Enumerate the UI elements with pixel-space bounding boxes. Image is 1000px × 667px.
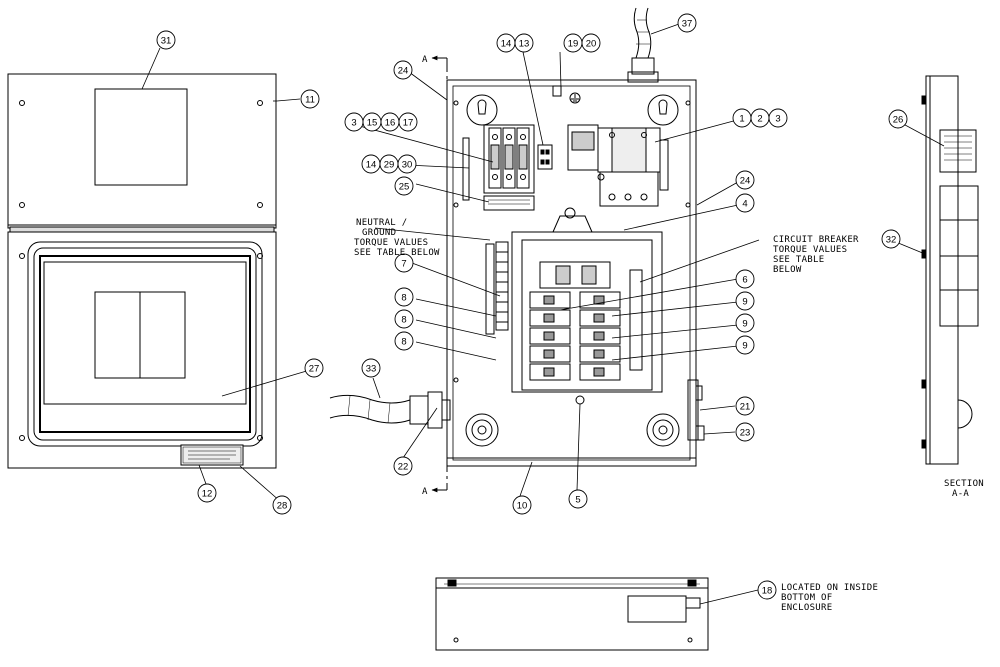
conduit-left (329, 391, 451, 429)
note-neutral-line-2: GROUND (362, 228, 396, 238)
note-neutral-line-4: SEE TABLE BELOW (354, 248, 440, 258)
callout-9-c: 9 (742, 341, 747, 352)
callout-3: 3 (775, 114, 780, 125)
note-bottom-line-3: ENCLOSURE (781, 603, 832, 613)
callout-balloons (156, 13, 908, 600)
fuse-block (483, 124, 535, 194)
callout-33: 33 (366, 364, 377, 375)
door-assembly (7, 73, 277, 469)
section-mark-top: A (422, 55, 428, 65)
callout-26: 26 (893, 115, 904, 126)
callout-29: 29 (384, 160, 395, 171)
callout-30: 30 (402, 160, 413, 171)
note-neutral-line-3: TORQUE VALUES (354, 238, 428, 248)
bottom-view (435, 577, 709, 651)
callout-24-top: 24 (398, 66, 409, 77)
note-circuit-breaker: CIRCUIT BREAKER TORQUE VALUES SEE TABLE … (773, 235, 859, 275)
callout-27: 27 (309, 364, 320, 375)
callout-17: 17 (403, 118, 414, 129)
door-upper-panel (7, 73, 277, 229)
callout-numbers: 31 11 27 12 28 24 14 13 19 20 37 1 2 3 3… (161, 19, 904, 597)
callout-14-top: 14 (501, 39, 512, 50)
section-caption: SECTION A-A (944, 479, 984, 499)
callout-12: 12 (202, 489, 213, 500)
callout-15: 15 (367, 118, 378, 129)
bottom-enclosure (435, 577, 709, 651)
callout-8-a: 8 (401, 293, 406, 304)
callout-5: 5 (575, 495, 580, 506)
note-bottom-line-2: BOTTOM OF (781, 593, 832, 603)
section-view (921, 75, 979, 465)
callout-32: 32 (886, 235, 897, 246)
keyhole-mounts (465, 94, 680, 447)
callout-8-b: 8 (401, 315, 406, 326)
callout-14-side: 14 (366, 160, 377, 171)
door-lower-panel (7, 231, 277, 469)
callout-13: 13 (519, 39, 530, 50)
label-window (94, 88, 188, 186)
callout-10: 10 (517, 501, 528, 512)
section-mark-bottom: A (422, 487, 428, 497)
callout-1: 1 (739, 114, 744, 125)
callout-19: 19 (568, 39, 579, 50)
note-neutral-ground: NEUTRAL / GROUND TORQUE VALUES SEE TABLE… (354, 218, 440, 258)
callout-16: 16 (385, 118, 396, 129)
callout-3-fuse: 3 (351, 118, 356, 129)
enclosure-box (446, 79, 697, 467)
note-neutral-line-1: NEUTRAL / (356, 218, 407, 228)
callout-37: 37 (682, 19, 693, 30)
callout-9-b: 9 (742, 319, 747, 330)
section-caption-line-1: SECTION (944, 479, 984, 489)
callout-2: 2 (757, 114, 762, 125)
section-cut-line (431, 55, 448, 493)
callout-20: 20 (586, 39, 597, 50)
section-enclosure (925, 75, 959, 465)
note-bottom-location: LOCATED ON INSIDE BOTTOM OF ENCLOSURE (781, 583, 878, 613)
callout-22: 22 (398, 462, 409, 473)
section-caption-line-2: A-A (952, 489, 969, 499)
callout-6: 6 (742, 275, 747, 286)
load-center (485, 207, 663, 405)
note-breaker-line-4: BELOW (773, 265, 802, 275)
callout-7: 7 (401, 259, 406, 270)
callout-8-c: 8 (401, 337, 406, 348)
callout-24-right: 24 (740, 176, 751, 187)
contactor (567, 124, 669, 207)
callout-28: 28 (277, 501, 288, 512)
callout-4: 4 (742, 199, 747, 210)
leader-lines (141, 23, 945, 605)
callout-23: 23 (740, 428, 751, 439)
callout-11: 11 (305, 95, 315, 106)
callout-18: 18 (762, 586, 773, 597)
callout-21: 21 (740, 402, 751, 413)
bottom-component (627, 595, 687, 623)
note-bottom-line-1: LOCATED ON INSIDE (781, 583, 878, 593)
note-breaker-line-1: CIRCUIT BREAKER (773, 235, 859, 245)
callout-9-a: 9 (742, 297, 747, 308)
callout-31: 31 (161, 36, 172, 47)
section-label (939, 129, 977, 173)
callout-25: 25 (399, 182, 410, 193)
enclosure-front (329, 7, 705, 467)
note-breaker-line-2: TORQUE VALUES (773, 245, 847, 255)
note-breaker-line-3: SEE TABLE (773, 255, 824, 265)
